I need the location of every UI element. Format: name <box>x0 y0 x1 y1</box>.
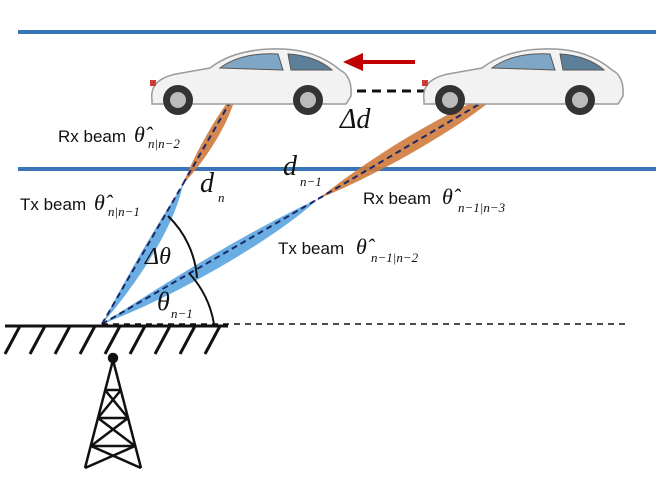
tx-beam-n <box>101 183 184 325</box>
rx-beam-n <box>182 89 238 185</box>
svg-text:n|n−2: n|n−2 <box>148 136 180 151</box>
svg-text:n−1|n−3: n−1|n−3 <box>458 200 506 215</box>
ground-hatch <box>3 324 228 355</box>
svg-text:Tx beam: Tx beam <box>278 239 344 258</box>
tx-beam-n-1-label: Tx beam θ̂ n−1|n−2 <box>278 234 419 265</box>
d-n-label: d n <box>200 168 225 205</box>
theta-arc <box>188 272 215 325</box>
direction-arrow-icon <box>343 53 415 71</box>
svg-text:n|n−1: n|n−1 <box>108 204 140 219</box>
car-left-icon <box>150 48 352 115</box>
svg-text:Tx beam: Tx beam <box>20 195 86 214</box>
svg-text:Rx beam: Rx beam <box>58 127 126 146</box>
svg-text:n: n <box>218 190 225 205</box>
rx-beam-n-1-label: Rx beam θ̂ n−1|n−3 <box>363 184 506 215</box>
svg-text:n−1: n−1 <box>171 306 193 321</box>
svg-text:n−1: n−1 <box>300 174 322 189</box>
svg-text:d: d <box>283 151 298 182</box>
theta-n-1-label: θ n−1 <box>157 287 193 321</box>
tx-beam-n-1 <box>101 198 319 325</box>
tx-beam-n-label: Tx beam θ̂ n|n−1 <box>20 190 140 219</box>
svg-text:d: d <box>200 168 215 199</box>
delta-d-label: Δd <box>339 104 371 135</box>
svg-text:Rx beam: Rx beam <box>363 189 431 208</box>
car-right-icon <box>422 48 624 115</box>
delta-theta-label: Δθ <box>144 244 171 270</box>
rx-beam-n-label: Rx beam θ̂ n|n−2 <box>58 122 180 151</box>
delta-theta-arc <box>167 215 198 279</box>
d-n-1-label: d n−1 <box>283 151 322 189</box>
svg-text:θ: θ <box>157 287 170 316</box>
svg-text:n−1|n−2: n−1|n−2 <box>371 250 419 265</box>
rx-beam-n-1 <box>317 88 506 200</box>
base-station-tower-icon <box>83 352 143 470</box>
